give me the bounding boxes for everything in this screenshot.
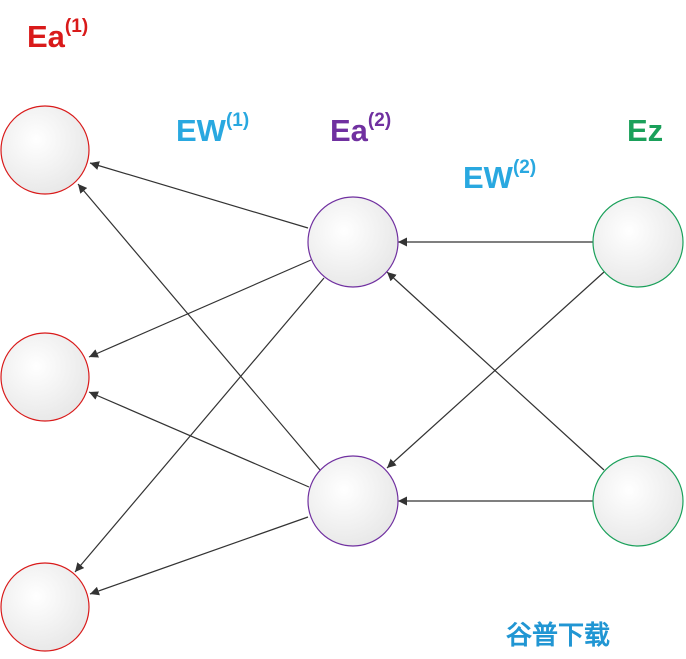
edge-h2-to-a2 — [88, 391, 310, 488]
layer-2-nodes — [307, 196, 399, 547]
layer-1-nodes — [0, 105, 90, 652]
node-z-1 — [592, 196, 684, 288]
edge-h2-to-a3 — [89, 516, 309, 596]
node-a1-3 — [0, 562, 90, 652]
edge-h1-to-a1 — [89, 161, 309, 229]
label-ea1: Ea(1) — [27, 16, 88, 54]
node-a1-2 — [0, 332, 90, 422]
label-ew1: EW(1) — [176, 110, 249, 148]
edge-h1-to-a3 — [74, 277, 325, 573]
node-a2-1 — [307, 196, 399, 288]
edges-output-to-hidden — [386, 237, 605, 506]
node-a1-1 — [0, 105, 90, 195]
output-nodes — [592, 196, 684, 547]
node-z-2 — [592, 455, 684, 547]
label-ez: Ez — [627, 113, 663, 148]
node-a2-2 — [307, 455, 399, 547]
edge-z2-to-h1 — [386, 271, 605, 471]
edge-z1-to-h2 — [386, 271, 605, 469]
label-ew2: EW(2) — [463, 157, 536, 195]
edges-hidden-to-input — [74, 161, 325, 596]
watermark: 谷普下载 — [506, 620, 610, 650]
edge-h1-to-a2 — [88, 259, 312, 358]
edge-h2-to-a1 — [77, 183, 321, 471]
label-ea2: Ea(2) — [330, 110, 391, 148]
